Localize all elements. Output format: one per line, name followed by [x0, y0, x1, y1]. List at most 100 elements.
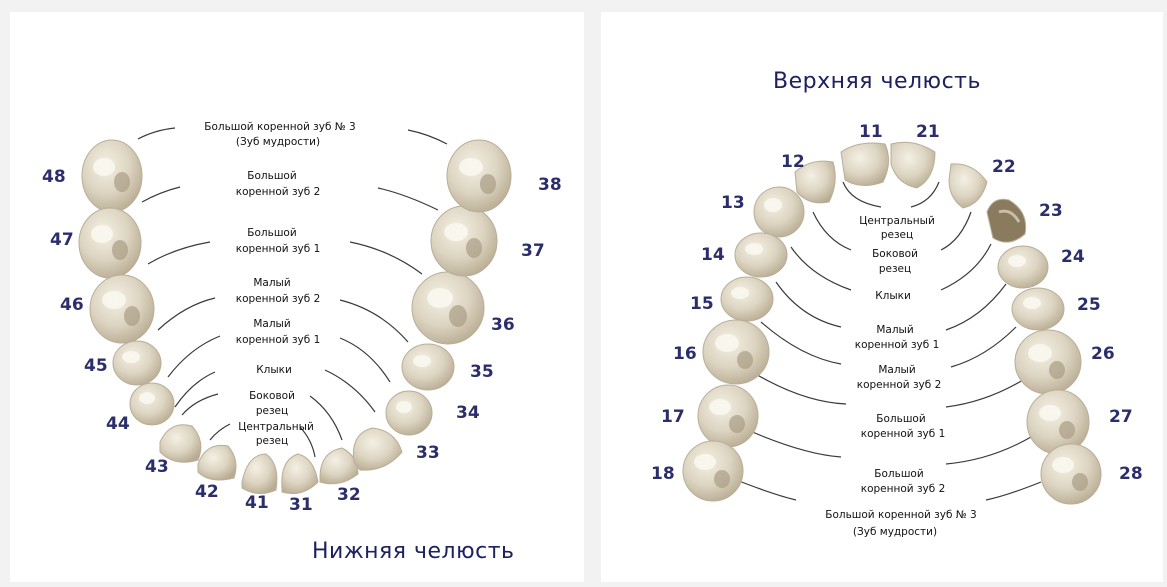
upper-label-premolar2-line1: Малый [878, 364, 915, 376]
tooth-number-22: 22 [992, 157, 1016, 177]
lower-label-lateral-line2: резец [256, 405, 288, 417]
tooth-13 [754, 187, 804, 237]
tooth-22 [949, 164, 987, 208]
tooth-27 [1027, 390, 1089, 454]
tooth-45 [113, 341, 161, 385]
upper-label-lateral-line2: резец [879, 263, 911, 275]
tooth-number-27: 27 [1109, 407, 1133, 427]
tooth-number-24: 24 [1061, 247, 1085, 267]
tooth-number-37: 37 [521, 241, 545, 261]
tooth-number-14: 14 [701, 245, 725, 265]
lower-jaw-diagram: Большой коренной зуб № 3 (Зуб мудрости) … [10, 12, 584, 582]
upper-label-wisdom-line1: Большой коренной зуб № 3 [825, 509, 976, 521]
tooth-33 [353, 428, 402, 470]
upper-label-molar2-line2: коренной зуб 2 [861, 483, 946, 495]
tooth-number-35: 35 [470, 362, 494, 382]
tooth-16 [703, 320, 769, 384]
lower-tooth-labels: Большой коренной зуб № 3 (Зуб мудрости) … [204, 121, 355, 447]
tooth-number-43: 43 [145, 457, 169, 477]
lower-jaw-panel: Большой коренной зуб № 3 (Зуб мудрости) … [10, 12, 584, 582]
tooth-34 [386, 391, 432, 435]
upper-jaw-panel: Верхняя челюсть [601, 12, 1163, 582]
tooth-number-16: 16 [673, 344, 697, 364]
tooth-number-36: 36 [491, 315, 515, 335]
tooth-31 [282, 454, 318, 494]
tooth-number-41: 41 [245, 493, 269, 513]
upper-jaw-diagram: Верхняя челюсть [601, 12, 1163, 582]
tooth-41 [242, 454, 277, 494]
lower-label-lateral-line1: Боковой [249, 390, 295, 402]
tooth-number-12: 12 [781, 152, 805, 172]
upper-label-premolar1-line2: коренной зуб 1 [855, 339, 940, 351]
tooth-number-25: 25 [1077, 295, 1101, 315]
tooth-number-26: 26 [1091, 344, 1115, 364]
tooth-number-45: 45 [84, 356, 108, 376]
tooth-number-42: 42 [195, 482, 219, 502]
tooth-42 [198, 445, 236, 480]
tooth-24 [998, 246, 1048, 288]
tooth-number-32: 32 [337, 485, 361, 505]
tooth-number-11: 11 [859, 122, 883, 142]
tooth-number-21: 21 [916, 122, 940, 142]
tooth-46 [90, 275, 154, 343]
tooth-number-33: 33 [416, 443, 440, 463]
tooth-number-48: 48 [42, 167, 66, 187]
tooth-14 [735, 233, 787, 277]
tooth-number-44: 44 [106, 414, 130, 434]
upper-label-wisdom-line2: (Зуб мудрости) [853, 526, 937, 538]
upper-jaw-title: Верхняя челюсть [773, 69, 981, 94]
lower-label-molar1-line2: коренной зуб 1 [236, 243, 321, 255]
tooth-number-18: 18 [651, 464, 675, 484]
lower-label-central-line2: резец [256, 435, 288, 447]
tooth-18 [683, 441, 743, 501]
tooth-number-47: 47 [50, 230, 74, 250]
tooth-11 [841, 143, 889, 186]
tooth-21 [891, 142, 935, 188]
lower-label-premolar1-line1: Малый [253, 318, 290, 330]
upper-label-molar1-line2: коренной зуб 1 [861, 428, 946, 440]
tooth-number-46: 46 [60, 295, 84, 315]
upper-label-premolar2-line2: коренной зуб 2 [857, 379, 942, 391]
tooth-number-31: 31 [289, 495, 313, 515]
upper-label-central-line2: резец [881, 229, 913, 241]
tooth-37 [431, 206, 497, 276]
tooth-number-23: 23 [1039, 201, 1063, 221]
tooth-25 [1012, 288, 1064, 330]
lower-label-molar1-line1: Большой [247, 227, 296, 239]
tooth-number-13: 13 [721, 193, 745, 213]
upper-label-central-line1: Центральный [859, 215, 935, 227]
upper-label-lateral-line1: Боковой [872, 248, 918, 260]
tooth-number-34: 34 [456, 403, 480, 423]
tooth-38 [447, 140, 511, 212]
tooth-28 [1041, 444, 1101, 504]
lower-label-molar2-line1: Большой [247, 170, 296, 182]
tooth-23 [987, 199, 1026, 242]
lower-jaw-title: Нижняя челюсть [312, 539, 515, 564]
tooth-number-15: 15 [690, 294, 714, 314]
tooth-47 [79, 208, 141, 278]
lower-label-premolar2-line2: коренной зуб 2 [236, 293, 321, 305]
tooth-35 [402, 344, 454, 390]
lower-label-premolar1-line2: коренной зуб 1 [236, 334, 321, 346]
tooth-32 [320, 448, 358, 484]
upper-label-molar1-line1: Большой [876, 413, 925, 425]
lower-label-canine: Клыки [256, 364, 292, 376]
lower-label-central-line1: Центральный [238, 421, 314, 433]
tooth-15 [721, 277, 773, 321]
tooth-26 [1015, 330, 1081, 394]
lower-label-molar2-line2: коренной зуб 2 [236, 186, 321, 198]
lower-label-wisdom-line2: (Зуб мудрости) [236, 136, 320, 148]
tooth-number-28: 28 [1119, 464, 1143, 484]
tooth-number-38: 38 [538, 175, 562, 195]
tooth-44 [130, 383, 174, 425]
lower-label-wisdom-line1: Большой коренной зуб № 3 [204, 121, 355, 133]
upper-label-canine: Клыки [875, 290, 911, 302]
upper-tooth-labels: Центральный резец Боковой резец Клыки Ма… [825, 215, 976, 538]
tooth-48 [82, 140, 142, 212]
upper-label-molar2-line1: Большой [874, 468, 923, 480]
tooth-17 [698, 385, 758, 447]
tooth-number-17: 17 [661, 407, 685, 427]
upper-label-premolar1-line1: Малый [876, 324, 913, 336]
tooth-36 [412, 272, 484, 344]
lower-label-premolar2-line1: Малый [253, 277, 290, 289]
